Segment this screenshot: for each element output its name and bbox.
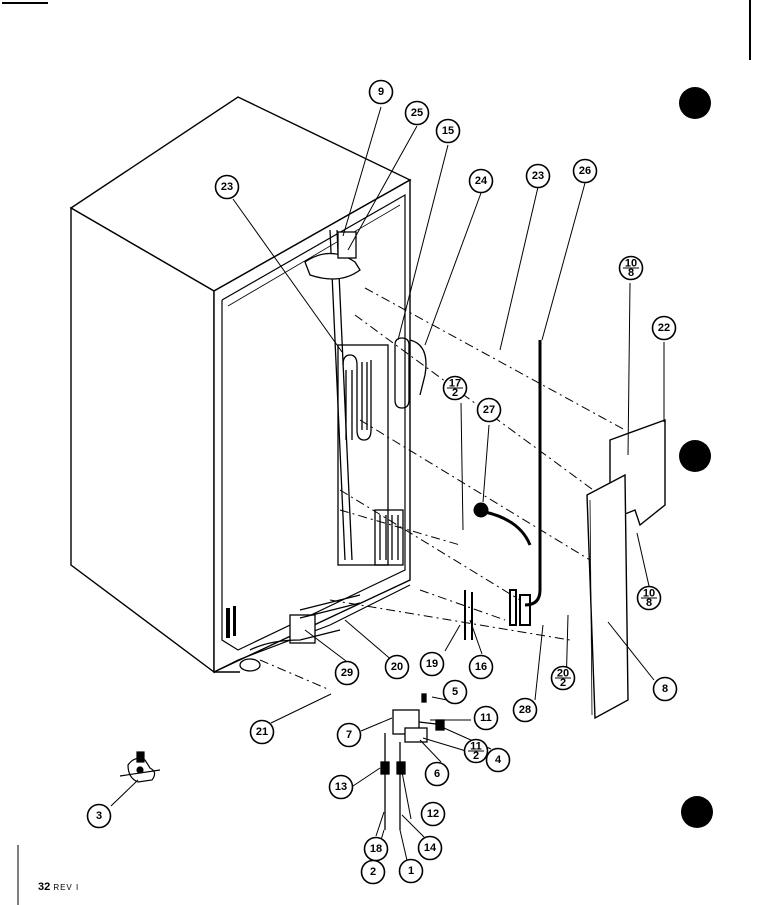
- callout-20-2: 202: [550, 665, 576, 691]
- callout-3: 3: [86, 803, 112, 829]
- callout-number: 18: [370, 843, 382, 855]
- callout-number: 11: [470, 741, 482, 753]
- callout-7: 7: [336, 722, 362, 748]
- callout-16: 16: [468, 654, 494, 680]
- callout-number: 2: [370, 866, 376, 878]
- callout-number: 27: [483, 404, 495, 416]
- callout-24: 24: [468, 168, 494, 194]
- callout-number: 4: [495, 754, 502, 766]
- callout-25: 25: [404, 100, 430, 126]
- page-footer: 32 REV I: [38, 881, 79, 893]
- callout-sub-number: 2: [560, 677, 566, 689]
- callout-number: 23: [221, 181, 233, 193]
- callout-number: 14: [424, 842, 437, 854]
- callout-2: 2: [360, 859, 386, 885]
- callout-number: 23: [532, 170, 544, 182]
- callout-12: 12: [420, 801, 446, 827]
- callout-11-2: 112: [463, 738, 489, 764]
- compressor-parts: [464, 502, 531, 640]
- callout-23: 23: [525, 163, 551, 189]
- valve-part-3: [119, 751, 161, 783]
- callout-number: 13: [335, 781, 347, 793]
- callout-number: 24: [475, 175, 488, 187]
- callout-26: 26: [572, 158, 598, 184]
- callout-number: 11: [480, 712, 492, 724]
- page-number: 32: [38, 881, 51, 893]
- callout-number: 25: [411, 107, 423, 119]
- callout-23: 23: [214, 174, 240, 200]
- callout-number: 16: [475, 661, 487, 673]
- callout-17-2: 172: [442, 375, 468, 401]
- callout-6: 6: [424, 761, 450, 787]
- valve-assembly: [380, 693, 445, 830]
- callout-number: 26: [579, 165, 591, 177]
- callout-number: 8: [662, 683, 668, 695]
- callout-8: 8: [652, 676, 678, 702]
- callout-number: 9: [378, 86, 384, 98]
- callout-number: 3: [96, 810, 102, 822]
- callout-number: 7: [346, 729, 352, 741]
- callout-5: 5: [442, 679, 468, 705]
- callout-sub-number: 8: [628, 267, 634, 279]
- callout-number: 15: [442, 125, 454, 137]
- callout-number: 22: [658, 322, 670, 334]
- callout-number: 10: [643, 588, 655, 600]
- callout-15: 15: [435, 118, 461, 144]
- callout-20: 20: [384, 654, 410, 680]
- callout-number: 21: [256, 726, 268, 738]
- callout-number: 12: [427, 808, 439, 820]
- callout-number: 20: [391, 661, 403, 673]
- callout-sub-number: 8: [646, 597, 652, 609]
- callout-22: 22: [651, 315, 677, 341]
- refrigerator-cabinet: [69, 96, 412, 674]
- callout-1: 1: [398, 858, 424, 884]
- callout-number: 17: [449, 378, 461, 390]
- callout-4: 4: [485, 747, 511, 773]
- callout-number: 29: [341, 667, 353, 679]
- callout-leaders: [110, 106, 665, 870]
- callout-sub-number: 2: [452, 387, 458, 399]
- callout-29: 29: [334, 660, 360, 686]
- callout-number: 6: [434, 768, 440, 780]
- callout-number: 1: [408, 865, 414, 877]
- callout-13: 13: [328, 774, 354, 800]
- callout-10-8: 108: [636, 585, 662, 611]
- callout-19: 19: [419, 651, 445, 677]
- callout-number: 5: [452, 686, 458, 698]
- callout-27: 27: [476, 397, 502, 423]
- dashed-leaders: [259, 287, 626, 691]
- callout-11: 11: [473, 705, 499, 731]
- callout-28: 28: [512, 697, 538, 723]
- callout-number: 28: [519, 704, 531, 716]
- callout-sub-number: 2: [473, 750, 479, 762]
- callout-number: 20: [557, 668, 569, 680]
- callout-18: 18: [363, 836, 389, 862]
- callout-21: 21: [249, 719, 275, 745]
- callout-10-8: 108: [618, 255, 644, 281]
- revision-label: REV I: [53, 883, 80, 892]
- callout-9: 9: [368, 79, 394, 105]
- punch-holes: [679, 87, 713, 828]
- rear-panels: [586, 419, 666, 720]
- callout-number: 19: [426, 658, 438, 670]
- callout-14: 14: [417, 835, 443, 861]
- tubing: [484, 340, 542, 607]
- callout-number: 10: [625, 258, 637, 270]
- coil-assembly: [239, 229, 427, 672]
